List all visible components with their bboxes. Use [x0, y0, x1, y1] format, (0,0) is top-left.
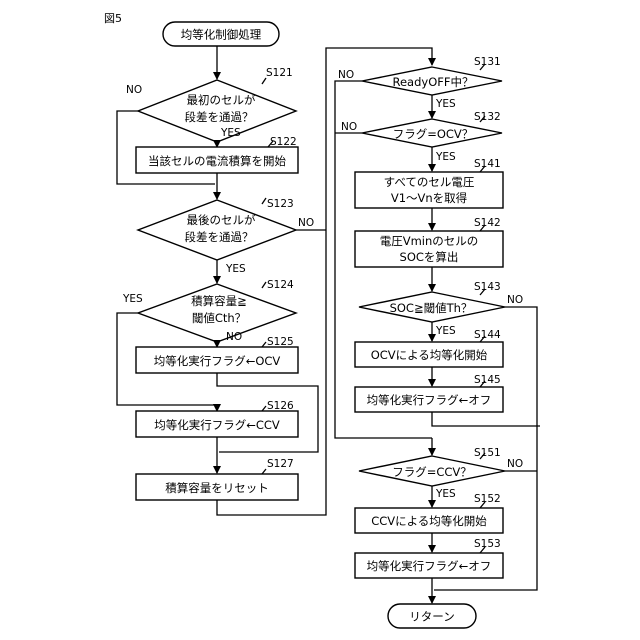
decision-s123-line2: 段差を通過？	[185, 230, 254, 244]
label-no-s124: NO	[226, 331, 242, 343]
step-id-s123: S123	[267, 198, 294, 210]
step-id-s142: S142	[474, 217, 501, 229]
label-no-s132: NO	[341, 121, 357, 133]
decision-s131-text: ReadyOFF中？	[393, 75, 474, 89]
step-id-s127: S127	[267, 458, 294, 470]
process-s153-text: 均等化実行フラグ←オフ	[367, 559, 492, 573]
terminal-start-label: 均等化制御処理	[181, 28, 262, 42]
decision-s132-text: フラグ=OCV？	[393, 127, 474, 141]
step-id-s144: S144	[474, 329, 501, 341]
step-id-s143: S143	[474, 281, 501, 293]
process-s142-line2: SOCを算出	[400, 250, 459, 264]
step-id-s131: S131	[474, 56, 501, 68]
process-s125-text: 均等化実行フラグ←OCV	[154, 354, 281, 368]
step-id-s122: S122	[270, 136, 297, 148]
label-no-s121: NO	[126, 84, 142, 96]
process-s141-line1: すべてのセル電圧	[384, 175, 475, 189]
decision-s124-line2: 閾値Cth？	[192, 311, 246, 325]
label-yes-s121: YES	[220, 127, 241, 139]
process-s144-text: OCVによる均等化開始	[371, 348, 488, 362]
process-s142-line1: 電圧Vminのセルの	[380, 234, 479, 248]
figure-label: 図5	[104, 12, 122, 25]
process-s145-text: 均等化実行フラグ←オフ	[367, 393, 492, 407]
step-id-s145: S145	[474, 374, 501, 386]
decision-s124-line1: 積算容量≧	[191, 294, 247, 308]
label-no-s143: NO	[507, 294, 523, 306]
process-s141-line2: V1～Vnを取得	[391, 191, 467, 205]
decision-s151-text: フラグ=CCV？	[392, 465, 472, 479]
label-no-s123: NO	[298, 217, 314, 229]
decision-s121-line2: 段差を通過？	[185, 110, 254, 124]
step-id-s125: S125	[267, 336, 294, 348]
step-id-s141: S141	[474, 158, 501, 170]
step-id-s121: S121	[266, 67, 293, 79]
step-id-s132: S132	[474, 111, 501, 123]
decision-s123-line1: 最後のセルが	[187, 213, 256, 227]
label-yes-s131: YES	[435, 98, 456, 110]
step-id-s153: S153	[474, 538, 501, 550]
step-id-s124: S124	[267, 279, 294, 291]
decision-s143-text: SOC≧閾値Th？	[390, 301, 473, 315]
label-yes-s143: YES	[435, 325, 456, 337]
terminal-end: リターン	[388, 604, 476, 628]
step-id-s151: S151	[474, 447, 501, 459]
process-s126-text: 均等化実行フラグ←CCV	[154, 418, 280, 432]
label-yes-s123: YES	[225, 263, 246, 275]
label-yes-s132: YES	[435, 151, 456, 163]
step-id-s152: S152	[474, 493, 501, 505]
terminal-start: 均等化制御処理	[163, 22, 279, 46]
process-s122-text: 当該セルの電流積算を開始	[148, 154, 286, 168]
process-s152-text: CCVによる均等化開始	[371, 514, 487, 528]
label-no-s151: NO	[507, 458, 523, 470]
label-no-s131: NO	[338, 69, 354, 81]
step-id-s126: S126	[267, 400, 294, 412]
terminal-end-label: リターン	[409, 610, 454, 624]
label-yes-s124: YES	[122, 293, 143, 305]
process-s127-text: 積算容量をリセット	[165, 481, 269, 495]
label-yes-s151: YES	[435, 488, 456, 500]
decision-s121-line1: 最初のセルが	[187, 93, 256, 107]
